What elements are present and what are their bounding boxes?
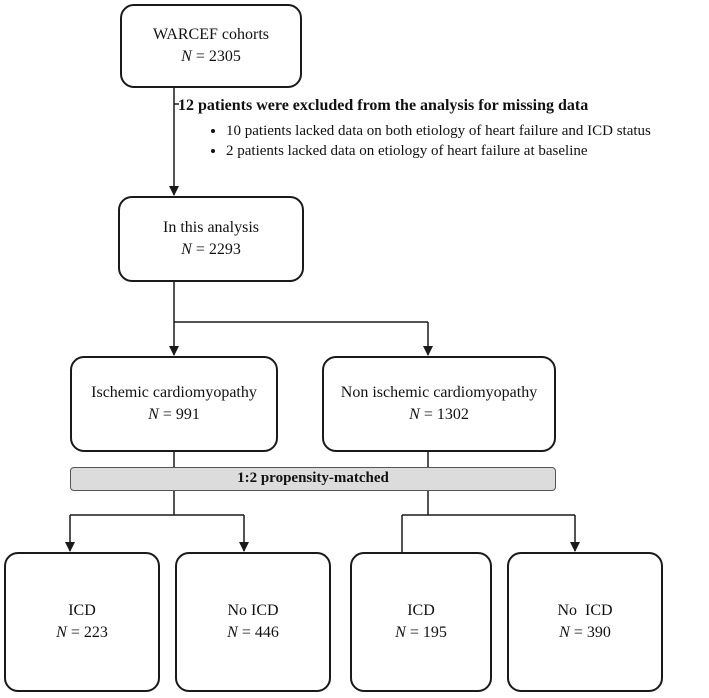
node-ischemic-no-icd: No ICD N = 446 [175, 552, 331, 692]
exclusion-title: 12 patients were excluded from the analy… [178, 97, 589, 114]
node-ischemic-icd: ICD N = 223 [4, 552, 160, 692]
node-label: Non ischemic cardiomyopathy [340, 384, 538, 401]
node-count: N = 390 [559, 624, 611, 641]
node-label: Ischemic cardiomyopathy [91, 384, 257, 401]
exclusion-item: 2 patients lacked data on etiology of he… [226, 141, 706, 161]
node-count: N = 195 [395, 624, 447, 641]
node-ischemic-cardiomyopathy: Ischemic cardiomyopathy N = 991 [70, 356, 278, 452]
exclusion-list: 10 patients lacked data on both etiology… [178, 121, 706, 161]
node-count: N = 446 [227, 624, 279, 641]
node-label: ICD [68, 602, 96, 619]
node-count: N = 991 [148, 406, 200, 423]
exclusion-note: 12 patients were excluded from the analy… [178, 95, 706, 161]
node-non-ischemic-cardiomyopathy: Non ischemic cardiomyopathy N = 1302 [322, 356, 556, 452]
node-warcef-cohorts: WARCEF cohorts N = 2305 [120, 4, 302, 88]
node-count: N = 1302 [409, 406, 469, 423]
node-count: N = 2305 [181, 48, 241, 65]
propensity-matched-band: 1:2 propensity-matched [70, 467, 556, 491]
node-label: In this analysis [163, 219, 259, 236]
node-label: ICD [407, 602, 435, 619]
node-count: N = 2293 [181, 241, 241, 258]
node-label: No ICD [227, 602, 279, 619]
node-label: WARCEF cohorts [153, 26, 269, 43]
node-count: N = 223 [56, 624, 108, 641]
exclusion-item: 10 patients lacked data on both etiology… [226, 121, 706, 141]
node-nonischemic-icd: ICD N = 195 [350, 552, 492, 692]
node-in-this-analysis: In this analysis N = 2293 [118, 196, 304, 282]
node-nonischemic-no-icd: No ICD N = 390 [507, 552, 663, 692]
node-label: No ICD [557, 602, 613, 619]
